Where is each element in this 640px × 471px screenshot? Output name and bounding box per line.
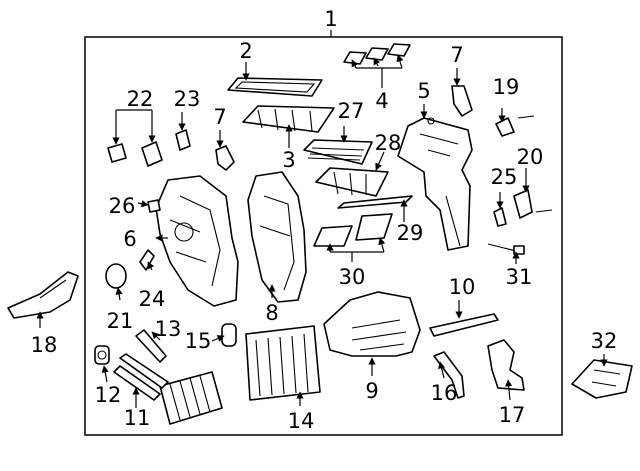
callout-24: 24 [139,287,166,311]
part-blower-case[interactable] [247,171,307,303]
callout-4: 4 [375,89,388,113]
part-seal[interactable] [139,249,155,271]
assembly-frame [84,36,563,436]
part-left-case[interactable] [155,175,239,307]
callout-2: 2 [239,39,252,63]
callout-29: 29 [397,221,424,245]
part-lower-case[interactable] [323,291,421,357]
callout-32: 32 [591,329,618,353]
part-grommet[interactable] [94,345,110,365]
part-heater-core[interactable] [113,353,223,425]
callout-28: 28 [375,131,402,155]
part-motor[interactable] [105,263,127,289]
callout-8: 8 [265,301,278,325]
callout-6: 6 [123,227,136,251]
callout-21: 21 [107,309,134,333]
callout-26: 26 [109,194,136,218]
part-rear-duct[interactable] [487,339,525,391]
part-mode-doors[interactable] [313,213,393,247]
part-mount-bracket[interactable] [513,189,553,219]
part-upper-case[interactable] [397,117,473,251]
callout-22: 22 [127,87,154,111]
part-cover[interactable] [571,359,633,399]
part-bracket-left[interactable] [215,145,235,171]
callout-5: 5 [417,79,430,103]
callout-19: 19 [493,75,520,99]
part-air-filter[interactable] [242,105,335,133]
part-actuators[interactable] [107,141,163,167]
callout-11: 11 [124,406,151,430]
callout-25: 25 [491,165,518,189]
part-door[interactable] [315,167,389,197]
callout-23: 23 [174,87,201,111]
callout-31: 31 [506,265,533,289]
callout-1: 1 [324,7,337,31]
part-link-rod[interactable] [337,195,413,209]
callout-14: 14 [288,409,315,433]
callout-3: 3 [282,148,295,172]
callout-7-left: 7 [213,105,226,129]
callout-30: 30 [339,265,366,289]
part-clip[interactable] [175,129,191,151]
part-harness[interactable] [487,243,525,255]
callout-9: 9 [365,379,378,403]
part-duct[interactable] [7,271,79,319]
part-mount-clip[interactable] [493,207,507,227]
callout-10: 10 [449,275,476,299]
callout-15: 15 [185,329,212,353]
part-grille[interactable] [303,139,373,165]
callout-20: 20 [517,145,544,169]
callout-18: 18 [31,333,58,357]
callout-13: 13 [155,317,182,341]
callout-12: 12 [95,383,122,407]
leader-lines [36,54,608,408]
part-evaporator[interactable] [245,325,321,401]
callout-17: 17 [499,403,526,427]
callout-7-right: 7 [450,43,463,67]
part-ring[interactable] [221,323,237,347]
callout-numbers: 1 2 3 4 5 6 7 7 8 9 10 11 12 13 14 15 16… [31,7,618,433]
part-seal-strip[interactable] [429,313,499,337]
callout-16: 16 [431,381,458,405]
part-filter-frame[interactable] [227,77,323,97]
part-pipe[interactable] [135,329,167,363]
callout-27: 27 [338,99,365,123]
part-bolt[interactable] [147,199,161,213]
part-bracket-right[interactable] [451,85,473,117]
